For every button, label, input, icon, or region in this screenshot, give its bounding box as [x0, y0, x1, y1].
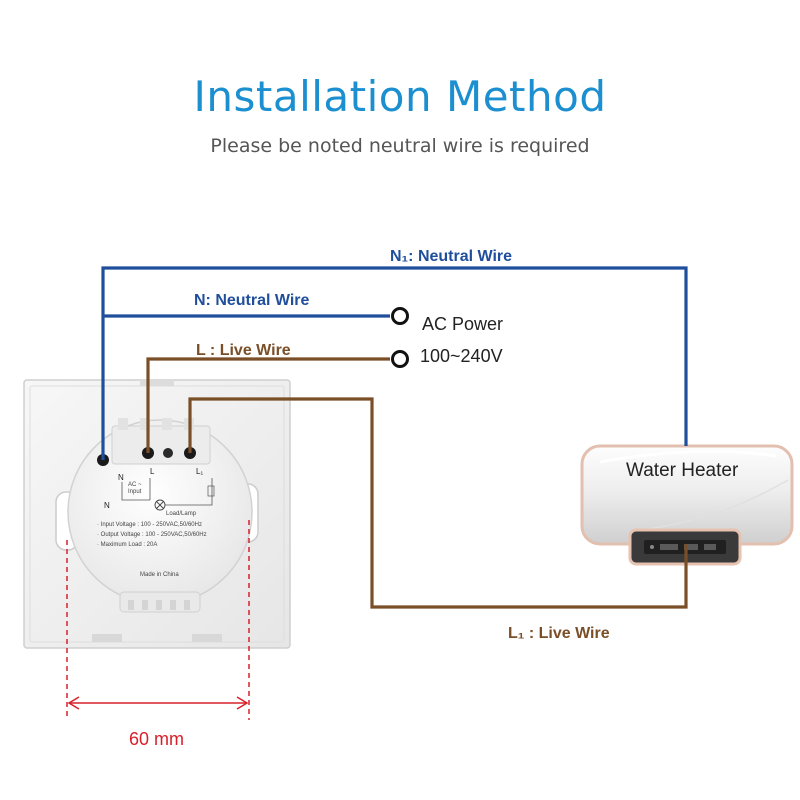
load-lamp-label: Load/Lamp	[166, 511, 197, 517]
ac-power-terminal-neutral	[391, 307, 409, 325]
n1-neutral-wire	[101, 266, 688, 460]
n1-neutral-wire-label: N₁: Neutral Wire	[390, 248, 512, 265]
spec-maximum-load: · Maximum Load : 20A	[97, 542, 157, 548]
ac-power-terminal-live	[391, 350, 409, 368]
made-in-label: Made in China	[140, 572, 179, 578]
neutral-wires: N₁: Neutral Wire N: Neutral Wire	[101, 248, 688, 460]
ac-power-label: AC Power	[422, 314, 503, 334]
terminal-label-l1: L₁	[196, 467, 203, 476]
dimension-marker: 60 mm	[66, 520, 250, 749]
live-wires: L : Live Wire L₁ : Live Wire	[146, 342, 688, 642]
ac-voltage-label: 100~240V	[420, 346, 503, 366]
wall-switch: N L N L₁ AC ~ Input Load/Lamp · Input Vo…	[23, 379, 291, 649]
l-live-wire-label: L : Live Wire	[196, 342, 291, 359]
terminal-label-n: N	[118, 473, 124, 482]
ac-input-label: AC ~	[128, 482, 142, 488]
page-subtitle: Please be noted neutral wire is required	[210, 135, 590, 157]
dimension-label: 60 mm	[129, 729, 184, 749]
terminal-label-n-bottom: N	[104, 501, 110, 510]
terminal-screw-mid	[163, 448, 173, 458]
spec-input-voltage: · Input Voltage : 100 - 250VAC,50/60Hz	[97, 522, 202, 528]
terminal-label-l: L	[150, 467, 155, 476]
l1-live-wire-label: L₁ : Live Wire	[508, 625, 610, 642]
water-heater-label: Water Heater	[626, 460, 739, 481]
ac-input-label-2: Input	[128, 489, 142, 495]
ac-power-source: AC Power 100~240V	[391, 307, 503, 368]
n-neutral-wire-label: N: Neutral Wire	[194, 292, 310, 309]
spec-output-voltage: · Output Voltage : 100 - 250VAC,50/60Hz	[97, 532, 207, 538]
l1-live-wire	[188, 397, 688, 609]
dimension-arrow-left	[67, 696, 80, 710]
l-live-wire	[146, 357, 390, 453]
page-title: Installation Method	[193, 72, 607, 121]
dimension-arrow-right	[236, 696, 249, 710]
